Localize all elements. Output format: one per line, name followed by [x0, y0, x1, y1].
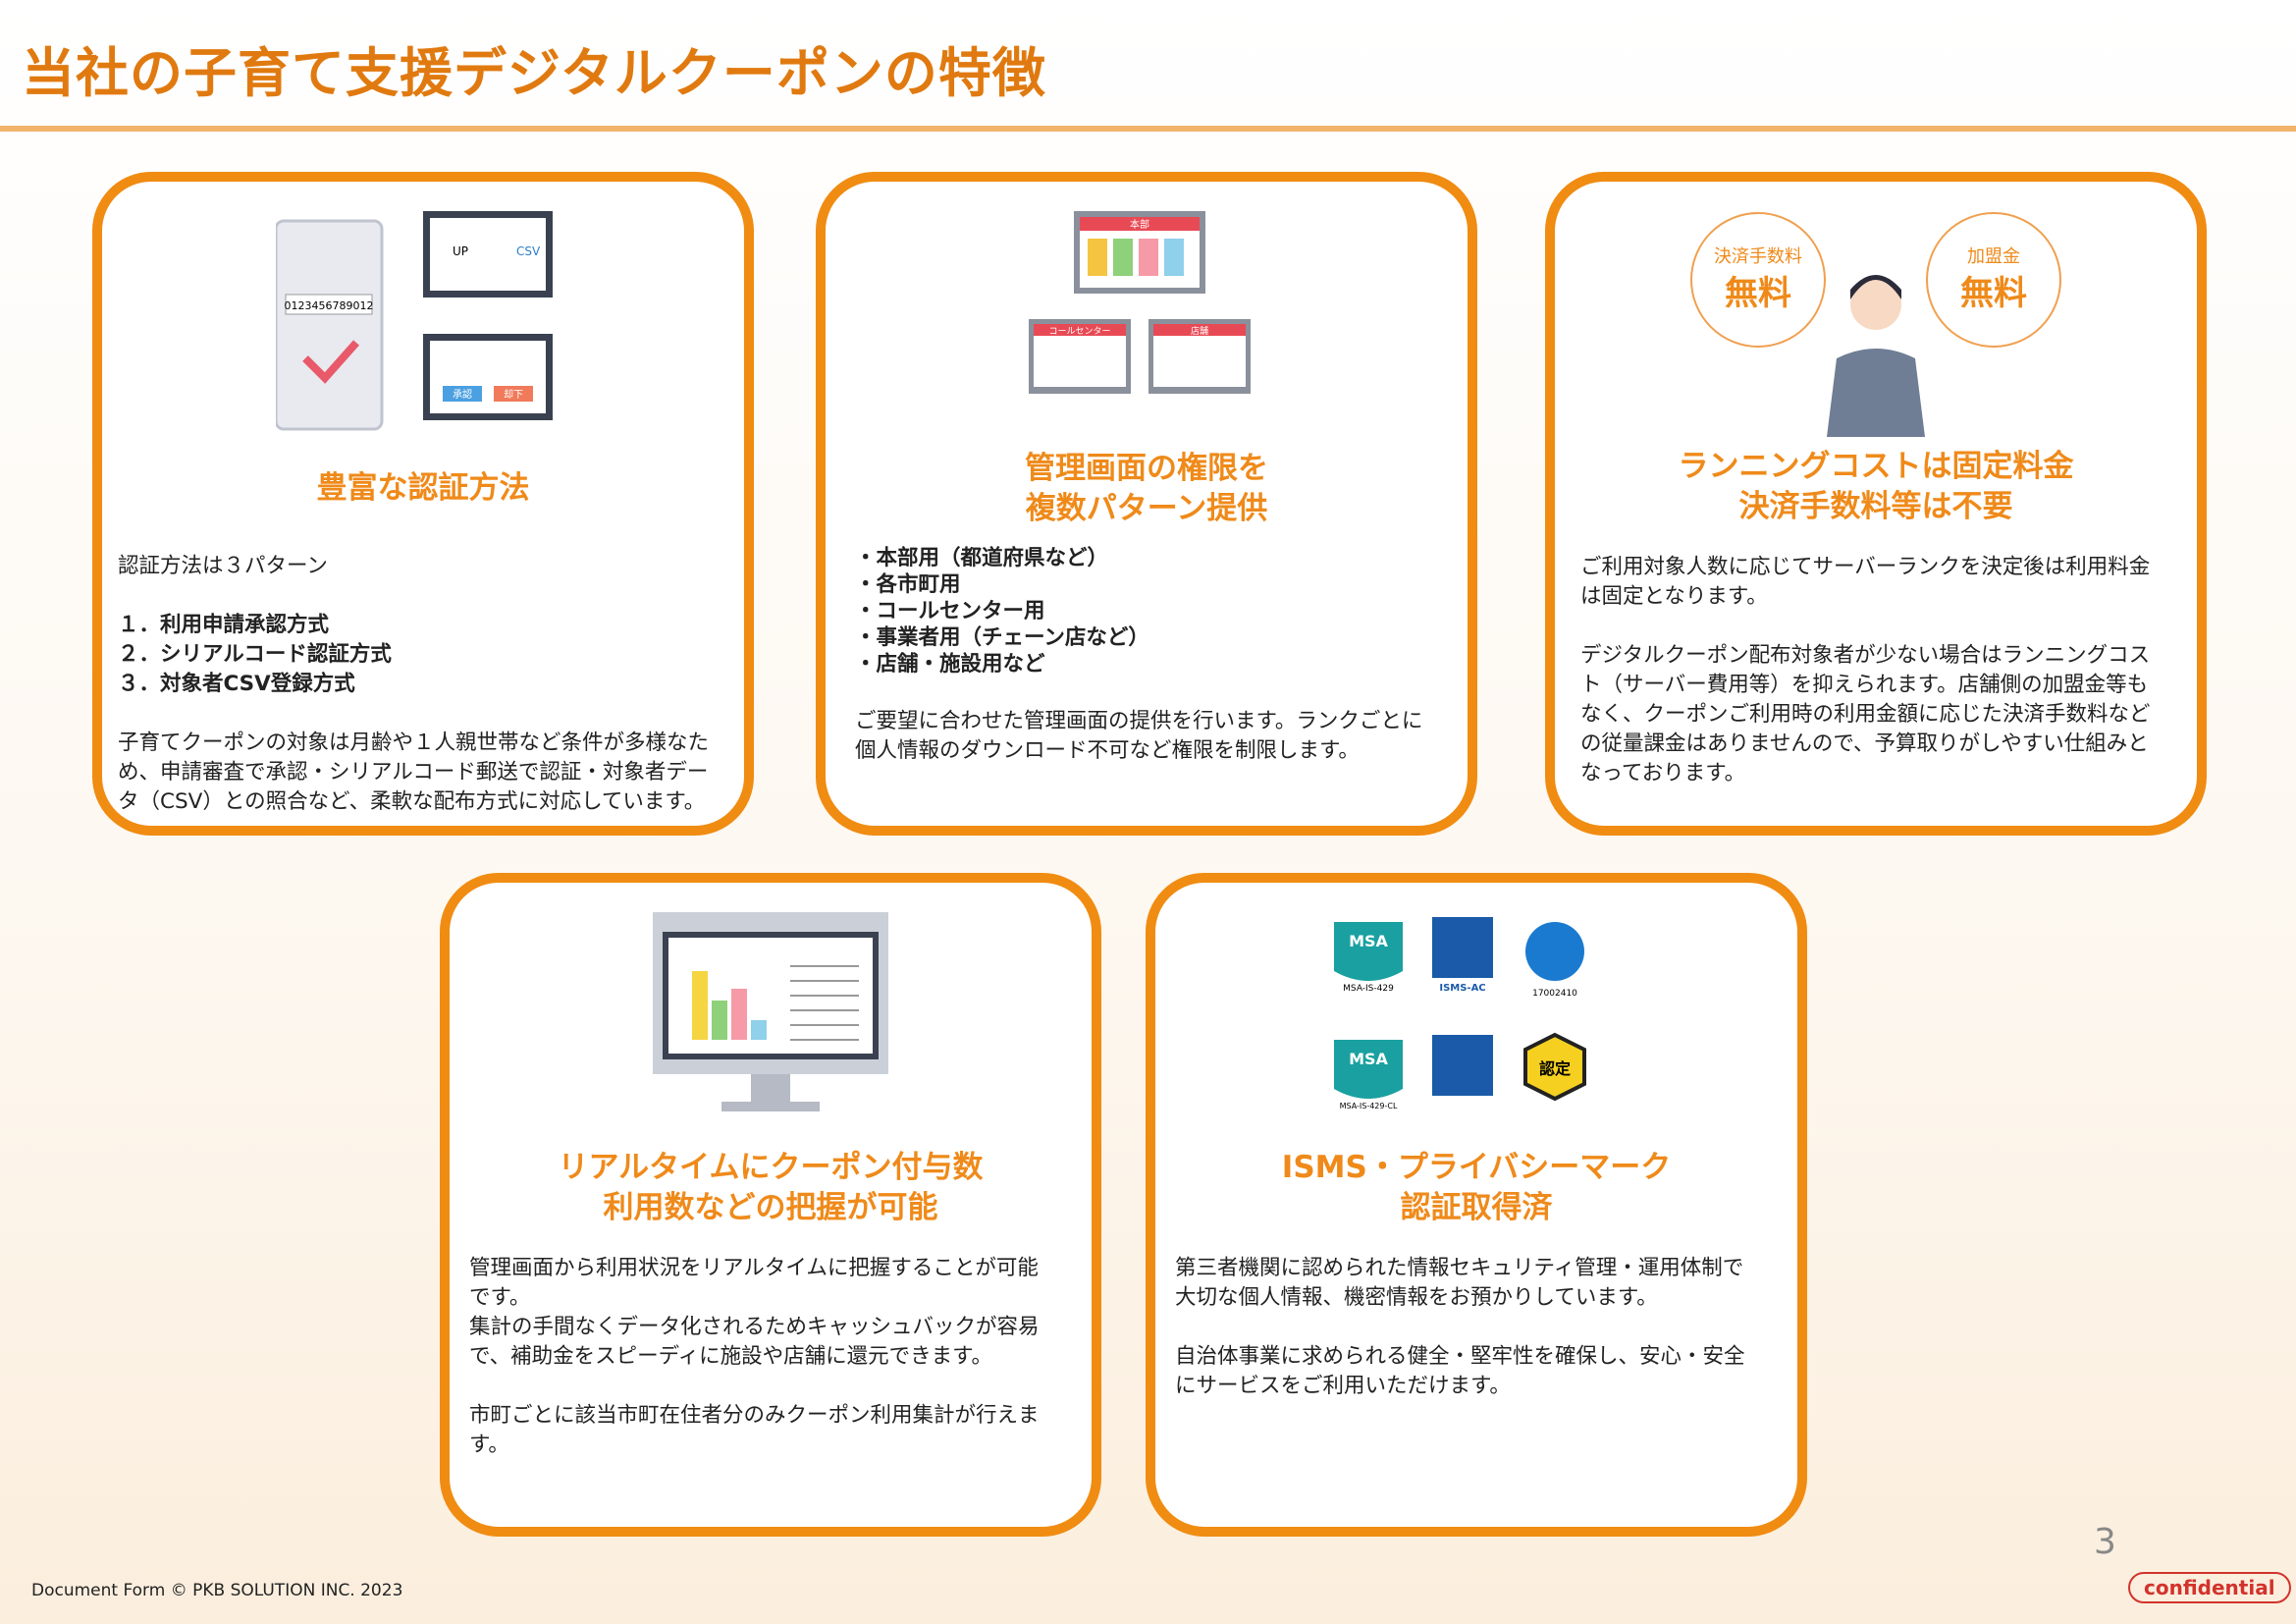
svg-text:無料: 無料	[1725, 274, 1791, 313]
card-realtime: リアルタイムにクーポン付与数利用数などの把握が可能 管理画面から利用状況をリアル…	[440, 873, 1101, 1537]
card-body: 第三者機関に認められた情報セキュリティ管理・運用体制で大切な個人情報、機密情報を…	[1175, 1256, 1745, 1398]
admin-screens-illustration: 本部 コールセンター 店舗	[826, 211, 1468, 496]
svg-text:却下: 却下	[504, 389, 523, 401]
svg-text:17002410: 17002410	[1532, 989, 1577, 999]
header-divider	[0, 126, 2296, 132]
page-number: 3	[2094, 1522, 2116, 1562]
svg-text:決済手数料: 決済手数料	[1714, 246, 1802, 267]
card-body: ご利用対象人数に応じてサーバーランクを決定後は利用料金は固定となります。デジタル…	[1580, 555, 2151, 785]
serial-code: 0123456789012	[285, 299, 374, 312]
card-heading: 豊富な認証方法	[316, 470, 530, 506]
svg-text:店舗: 店舗	[1191, 325, 1208, 337]
card-body: 管理画面から利用状況をリアルタイムに把握することが可能です。 集計の手間なくデー…	[469, 1256, 1040, 1457]
svg-text:MSA-IS-429-CL: MSA-IS-429-CL	[1340, 1102, 1398, 1110]
page-title: 当社の子育て支援デジタルクーポンの特徴	[22, 42, 1046, 104]
permission-list: ・本部用（都道府県など）・各市町用・コールセンター用・事業者用（チェーン店など）…	[855, 546, 1149, 677]
confidential-badge: confidential	[2128, 1572, 2291, 1603]
card-isms-privacy: MSA MSA-IS-429 ISMS-AC 17002410 MSA MSA-IS…	[1146, 873, 1807, 1537]
certification-logos: MSA MSA-IS-429 ISMS-AC 17002410 MSA MSA-IS…	[1155, 912, 1797, 1197]
card-heading: リアルタイムにクーポン付与数利用数などの把握が可能	[558, 1150, 984, 1225]
card-running-cost: 決済手数料 無料 加盟金 無料 ランニングコストは固定料金決済手数料等は不要 ご…	[1545, 172, 2207, 836]
svg-text:認定: 認定	[1539, 1059, 1571, 1078]
svg-text:MSA-IS-429: MSA-IS-429	[1343, 984, 1394, 994]
svg-text:本部: 本部	[1130, 218, 1149, 231]
svg-text:CSV: CSV	[516, 244, 541, 258]
card-admin-permissions: 本部 コールセンター 店舗 管理画面の権限を複数パターン提供 ・本部用（都道府県…	[816, 172, 1477, 836]
svg-text:無料: 無料	[1960, 274, 2027, 313]
free-fees-illustration: 決済手数料 無料 加盟金 無料	[1555, 211, 2197, 496]
card-heading: ランニングコストは固定料金決済手数料等は不要	[1678, 449, 2074, 524]
svg-text:コールセンター: コールセンター	[1048, 326, 1110, 337]
svg-text:承認: 承認	[453, 388, 472, 401]
card-heading: 管理画面の権限を複数パターン提供	[1025, 451, 1268, 526]
dashboard-monitor-illustration	[450, 912, 1092, 1197]
auth-illustration: 0123456789012 UP CSV 承認 却下	[102, 211, 744, 496]
card-body: ご要望に合わせた管理画面の提供を行います。ランクごとに個人情報のダウンロード不可…	[855, 709, 1423, 763]
msa-logo-cl: MSA MSA-IS-429-CL	[1334, 1040, 1403, 1110]
isms-logo-cls	[1432, 1035, 1493, 1096]
svg-text:加盟金: 加盟金	[1967, 246, 2020, 267]
certified-logo: 認定	[1523, 1032, 1586, 1102]
msa-logo: MSA MSA-IS-429	[1334, 922, 1403, 994]
card-heading: ISMS・プライバシーマーク認証取得済	[1281, 1150, 1672, 1225]
isms-logo: ISMS-AC	[1432, 917, 1493, 994]
svg-text:MSA: MSA	[1349, 932, 1388, 950]
svg-text:UP: UP	[453, 244, 468, 258]
footer-copyright: Document Form © PKB SOLUTION INC. 2023	[31, 1581, 403, 1600]
svg-text:ISMS-AC: ISMS-AC	[1439, 983, 1485, 994]
card-authentication: 0123456789012 UP CSV 承認 却下 豊富な認証方法 認証方法は…	[92, 172, 754, 836]
privacy-mark-logo: 17002410	[1525, 922, 1584, 999]
svg-text:MSA: MSA	[1349, 1050, 1388, 1068]
